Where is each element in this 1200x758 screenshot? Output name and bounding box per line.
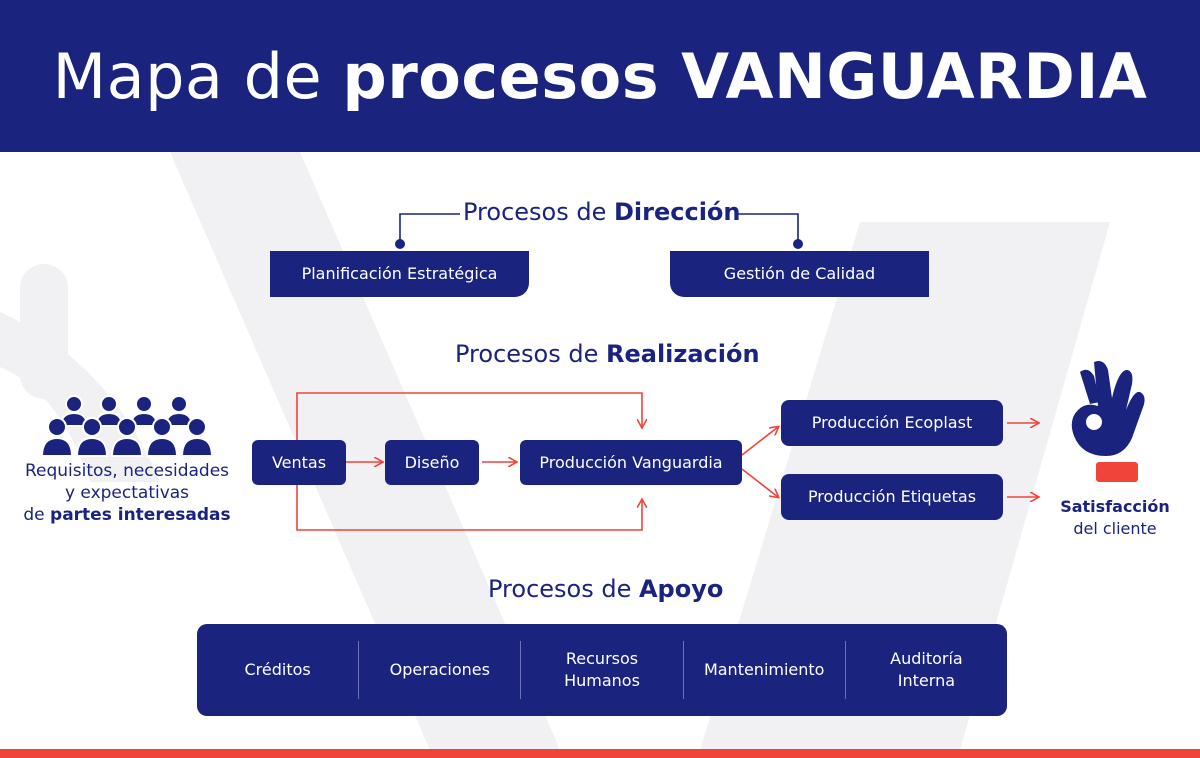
box-produccion-ecoplast: Producción Ecoplast xyxy=(781,400,1003,446)
header-banner: Mapa de procesos VANGUARDIA xyxy=(0,0,1200,152)
section-title-apoyo: Procesos de Apoyo xyxy=(488,575,724,603)
section-title-direccion: Procesos de Dirección xyxy=(463,198,741,226)
ok-hand-icon xyxy=(1071,361,1145,482)
bottom-accent-bar xyxy=(0,749,1200,758)
page-title: Mapa de procesos VANGUARDIA xyxy=(52,39,1148,113)
box-produccion-etiquetas: Producción Etiquetas xyxy=(781,474,1003,520)
box-produccion-vanguardia: Producción Vanguardia xyxy=(520,440,742,485)
box-diseno: Diseño xyxy=(385,440,479,485)
support-item-creditos: Créditos xyxy=(197,641,360,699)
satisfaction-caption: Satisfacción del cliente xyxy=(1060,497,1170,538)
people-group-icon xyxy=(40,395,214,457)
support-item-operaciones: Operaciones xyxy=(359,641,522,699)
stakeholders-caption: Requisitos, necesidades y expectativas d… xyxy=(23,461,231,525)
support-item-mantenimiento: Mantenimiento xyxy=(684,641,846,699)
box-planificacion-estrategica: Planificación Estratégica xyxy=(270,251,529,297)
box-gestion-calidad: Gestión de Calidad xyxy=(670,251,929,297)
box-ventas: Ventas xyxy=(252,440,346,485)
section-title-realizacion: Procesos de Realización xyxy=(455,340,760,368)
